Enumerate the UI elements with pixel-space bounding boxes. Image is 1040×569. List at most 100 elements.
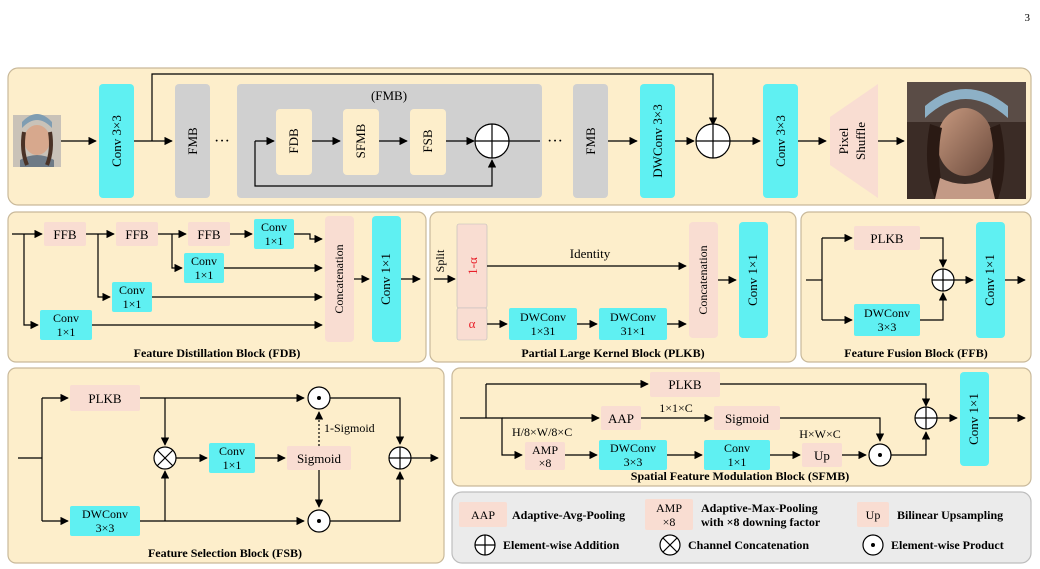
ellipsis-2: ··· xyxy=(547,133,563,150)
fmb-2-label: FMB xyxy=(583,127,598,155)
fdb-conv-d-l1: Conv xyxy=(53,311,79,325)
legend-concat-text: Channel Concatenation xyxy=(688,538,809,552)
ffb-conv xyxy=(976,222,1005,338)
conv3x3-out xyxy=(763,84,798,198)
fdb-panel: FFB FFB FFB Conv 1×1 Conv 1×1 Conv 1×1 C… xyxy=(7,211,427,363)
fsb-label: FSB xyxy=(420,129,435,152)
fsb-add-op xyxy=(388,446,412,470)
sfmb-aap-label: AAP xyxy=(608,411,634,426)
fdb-conv-c-l2: 1×1 xyxy=(123,297,142,311)
fsb-title: Feature Selection Block (FSB) xyxy=(148,546,302,560)
ffb-title: Feature Fusion Block (FFB) xyxy=(844,346,987,360)
fsb-dw-l2: 3×3 xyxy=(96,521,115,535)
fsb-conv xyxy=(209,443,255,473)
ffb-dw-l1: DWConv xyxy=(864,306,910,320)
sfmb-amp-l2: ×8 xyxy=(539,456,552,470)
sfmb-plkb-label: PLKB xyxy=(668,377,702,392)
fsb-panel: PLKB DWConv 3×3 Conv 1×1 Sigmoid 1-Sigmo… xyxy=(7,367,445,564)
fmb-2 xyxy=(573,84,608,198)
plkb-panel: Split 1-α α Identity DWConv 1×31 DWConv … xyxy=(429,211,797,363)
fdb-label: FDB xyxy=(286,128,301,154)
ellipsis-1: ··· xyxy=(214,133,230,150)
global-skip-arrow xyxy=(151,73,718,141)
plkb-concat-label: Concatenation xyxy=(696,245,710,314)
plkb-conv-label: Conv 1×1 xyxy=(745,254,760,306)
fdb-ffb-1-label: FFB xyxy=(53,227,76,242)
fsb-prod-bottom xyxy=(307,509,331,533)
sfmb-amp-l1: AMP xyxy=(532,443,558,457)
fsb-plkb-label: PLKB xyxy=(88,391,122,406)
conv3x3-out-label: Conv 3×3 xyxy=(773,115,788,167)
ffb-plkb xyxy=(854,226,920,250)
plkb-dw1-l2: 1×31 xyxy=(531,324,556,338)
fdb-box xyxy=(276,109,312,175)
fsb-concat-op xyxy=(153,446,177,470)
fdb-ffb-1 xyxy=(44,222,86,246)
fdb-concat xyxy=(325,216,354,342)
add-op-global xyxy=(695,123,731,159)
legend-prod-text: Element-wise Product xyxy=(891,538,1004,552)
output-image xyxy=(907,82,1026,199)
fsb-conv-l2: 1×1 xyxy=(223,458,242,472)
legend-panel: AAP Adaptive-Avg-Pooling AMP ×8 Adaptive… xyxy=(451,491,1032,564)
fmb-1 xyxy=(175,84,210,198)
fdb-conv-b xyxy=(184,253,224,283)
conv3x3-in-label: Conv 3×3 xyxy=(109,115,124,167)
sfmb-plkb xyxy=(650,372,720,397)
dwconv3x3-top xyxy=(640,84,675,198)
plkb-conv xyxy=(739,222,768,338)
sfmb-conv-l1: Conv xyxy=(724,441,750,455)
ffb-add-op xyxy=(931,268,955,292)
fdb-conv-final xyxy=(372,216,401,342)
legend-amp-text-2: with ×8 downing factor xyxy=(701,515,821,529)
legend-up-box-label: Up xyxy=(866,508,881,522)
legend-add-icon xyxy=(474,534,496,556)
sfmb-add-op xyxy=(914,406,938,430)
sfmb-title: Spatial Feature Modulation Block (SFMB) xyxy=(631,469,849,483)
plkb-identity: Identity xyxy=(570,246,611,261)
plkb-dw2 xyxy=(599,308,667,340)
plkb-dw2-l1: DWConv xyxy=(610,310,656,324)
input-image xyxy=(13,114,61,167)
fsb-conv-l1: Conv xyxy=(219,444,245,458)
legend-amp-box-l1: AMP xyxy=(656,501,682,515)
fsb-plkb xyxy=(70,385,140,411)
plkb-alpha: α xyxy=(469,316,476,331)
ffb-plkb-label: PLKB xyxy=(870,231,904,246)
legend-up-box xyxy=(857,502,889,527)
legend-aap-box xyxy=(459,502,507,527)
legend-aap-text: Adaptive-Avg-Pooling xyxy=(512,508,625,522)
fdb-title: Feature Distillation Block (FDB) xyxy=(134,346,301,360)
fsb-sigmoid xyxy=(287,446,351,470)
ffb-dw xyxy=(854,304,920,336)
plkb-dw2-l2: 31×1 xyxy=(621,324,646,338)
fdb-concat-label: Concatenation xyxy=(332,244,346,313)
conv3x3-in xyxy=(99,84,134,198)
fdb-ffb-2-label: FFB xyxy=(125,227,148,242)
fdb-conv-a-l1: Conv xyxy=(261,220,287,234)
page-number: 3 xyxy=(1025,12,1031,24)
sfmb-dw xyxy=(599,440,667,470)
fsb-prod-top xyxy=(307,386,331,410)
sfmb-dim1: 1×1×C xyxy=(659,401,693,415)
legend-add-text: Element-wise Addition xyxy=(503,538,620,552)
fdb-conv-b-l2: 1×1 xyxy=(195,268,214,282)
ffb-conv-label: Conv 1×1 xyxy=(982,254,997,306)
sfmb-amp xyxy=(525,442,565,470)
fdb-conv-a-l2: 1×1 xyxy=(265,234,284,248)
legend-concat-icon xyxy=(659,534,681,556)
sfmb-conv xyxy=(704,440,770,470)
fmb-group-title: (FMB) xyxy=(371,88,407,103)
sfmb-up xyxy=(802,443,842,467)
plkb-one-minus-alpha: 1-α xyxy=(465,257,480,275)
sfmb-dw-l2: 3×3 xyxy=(624,455,643,469)
add-op-fmb xyxy=(474,123,510,159)
pixel-shuffle-label-2: Shuffle xyxy=(853,122,868,160)
pixel-shuffle-label-1: Pixel xyxy=(836,127,851,154)
sfmb-conv-final xyxy=(960,372,989,466)
legend-amp-text-1: Adaptive-Max-Pooling xyxy=(701,501,818,515)
fmb-1-label: FMB xyxy=(185,127,200,155)
dwconv3x3-top-label: DWConv 3×3 xyxy=(650,104,665,177)
fsb-sigmoid-label: Sigmoid xyxy=(297,451,342,466)
sfmb-up-label: Up xyxy=(814,448,830,463)
